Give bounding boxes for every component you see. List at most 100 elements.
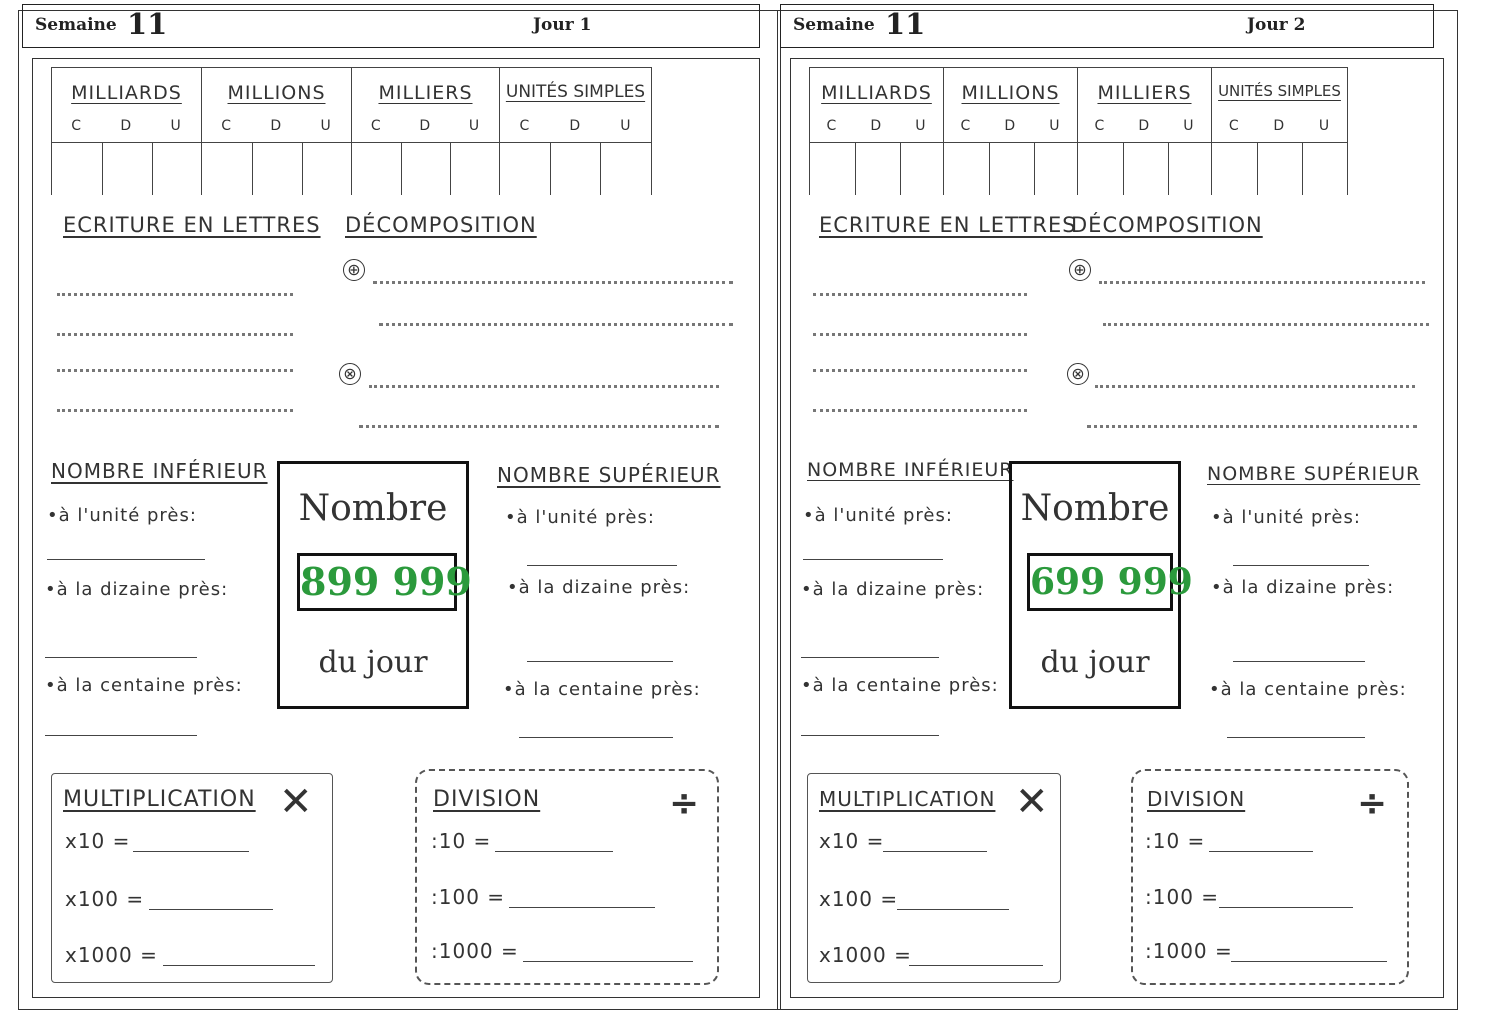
column-line bbox=[550, 142, 551, 195]
nombre-word: Nombre bbox=[298, 488, 448, 529]
times-circle-icon: ⊗ bbox=[339, 363, 361, 385]
plus-circle-icon: ⊕ bbox=[343, 259, 365, 281]
column-line bbox=[252, 142, 253, 195]
nombre-word: Nombre bbox=[1020, 488, 1170, 529]
answer-line bbox=[509, 907, 655, 908]
dotted-line bbox=[813, 333, 1027, 336]
group-name: MILLIERS bbox=[1097, 82, 1192, 104]
page-header: Semaine 11 Jour 2 bbox=[780, 4, 1434, 48]
answer-line bbox=[163, 965, 315, 966]
table-separator bbox=[1212, 142, 1347, 143]
answer-line bbox=[1233, 661, 1365, 662]
col-c: C bbox=[519, 118, 531, 134]
unite-label: •à l'unité près: bbox=[803, 505, 953, 526]
mult-row-10: x10 = bbox=[819, 829, 885, 853]
divide-icon: ÷ bbox=[1357, 783, 1388, 824]
number-of-the-day: 699 999 bbox=[1027, 553, 1193, 611]
col-d: D bbox=[1138, 118, 1151, 134]
col-u: U bbox=[170, 118, 182, 134]
answer-line bbox=[1227, 737, 1365, 738]
column-line bbox=[1302, 142, 1303, 195]
dotted-line bbox=[813, 409, 1027, 412]
div-row-100: :100 = bbox=[431, 885, 506, 909]
divide-icon: ÷ bbox=[669, 783, 700, 824]
group-name: MILLIARDS bbox=[821, 82, 932, 104]
col-u: U bbox=[915, 118, 927, 134]
unite-label: •à l'unité près: bbox=[1211, 507, 1361, 528]
multiplication-title: MULTIPLICATION bbox=[819, 787, 996, 811]
group-name: MILLIERS bbox=[378, 82, 473, 104]
div-row-100: :100 = bbox=[1145, 885, 1220, 909]
centaine-label: •à la centaine près: bbox=[1209, 679, 1407, 700]
group-name: UNITÉS SIMPLES bbox=[1218, 82, 1341, 100]
col-c: C bbox=[370, 118, 382, 134]
number-of-the-day: 899 999 bbox=[297, 553, 472, 611]
week-number: 11 bbox=[127, 7, 168, 41]
column-line bbox=[1123, 142, 1124, 195]
answer-line bbox=[883, 851, 987, 852]
unite-label: •à l'unité près: bbox=[47, 505, 197, 526]
page-jour-2: Semaine 11 Jour 2 MILLIARDS C D U MILLIONS… bbox=[776, 0, 1506, 1033]
day-label: Jour 2 bbox=[1247, 15, 1306, 35]
group-name: MILLIONS bbox=[961, 82, 1060, 104]
division-title: DIVISION bbox=[1147, 787, 1246, 811]
column-line bbox=[900, 142, 901, 195]
col-u: U bbox=[1183, 118, 1195, 134]
answer-line bbox=[1233, 565, 1369, 566]
answer-line bbox=[133, 851, 249, 852]
answer-line bbox=[1219, 907, 1353, 908]
answer-line bbox=[523, 961, 693, 962]
dotted-line bbox=[1095, 385, 1415, 388]
col-c: C bbox=[221, 118, 232, 134]
answer-line bbox=[45, 735, 197, 736]
dizaine-label: •à la dizaine près: bbox=[45, 579, 229, 600]
dotted-line bbox=[1103, 323, 1429, 326]
column-line bbox=[1168, 142, 1169, 195]
du-jour-word: du jour bbox=[318, 645, 428, 680]
div-row-10: :10 = bbox=[1145, 829, 1206, 853]
col-u: U bbox=[1049, 118, 1061, 134]
column-line bbox=[450, 142, 451, 195]
dizaine-label: •à la dizaine près: bbox=[801, 579, 985, 600]
dotted-line bbox=[373, 281, 733, 284]
dotted-line bbox=[813, 369, 1027, 372]
answer-line bbox=[45, 657, 197, 658]
col-d: D bbox=[569, 118, 582, 134]
centaine-label: •à la centaine près: bbox=[503, 679, 701, 700]
multiplication-title: MULTIPLICATION bbox=[63, 787, 256, 812]
answer-line bbox=[495, 851, 613, 852]
col-d: D bbox=[1273, 118, 1286, 134]
col-c: C bbox=[960, 118, 972, 134]
answer-line bbox=[801, 657, 939, 658]
nombre-superieur-title: NOMBRE SUPÉRIEUR bbox=[1207, 463, 1421, 485]
col-d: D bbox=[270, 118, 283, 134]
nombre-du-jour-box: Nombre du jour bbox=[1009, 461, 1181, 709]
group-name: MILLIARDS bbox=[71, 82, 182, 104]
times-circle-icon: ⊗ bbox=[1067, 363, 1089, 385]
nombre-inferieur-title: NOMBRE INFÉRIEUR bbox=[51, 459, 268, 483]
ecriture-title: ECRITURE EN LETTRES bbox=[63, 213, 321, 237]
dotted-line bbox=[57, 409, 293, 412]
div-row-10: :10 = bbox=[431, 829, 492, 853]
column-line bbox=[1034, 142, 1035, 195]
centaine-label: •à la centaine près: bbox=[801, 675, 999, 696]
col-c: C bbox=[1228, 118, 1240, 134]
col-d: D bbox=[419, 118, 432, 134]
answer-line bbox=[801, 735, 939, 736]
col-d: D bbox=[870, 118, 883, 134]
multiplication-frame bbox=[51, 773, 333, 983]
table-separator bbox=[1078, 142, 1211, 143]
answer-line bbox=[527, 565, 677, 566]
decomposition-title: DÉCOMPOSITION bbox=[345, 213, 537, 237]
column-line bbox=[302, 142, 303, 195]
